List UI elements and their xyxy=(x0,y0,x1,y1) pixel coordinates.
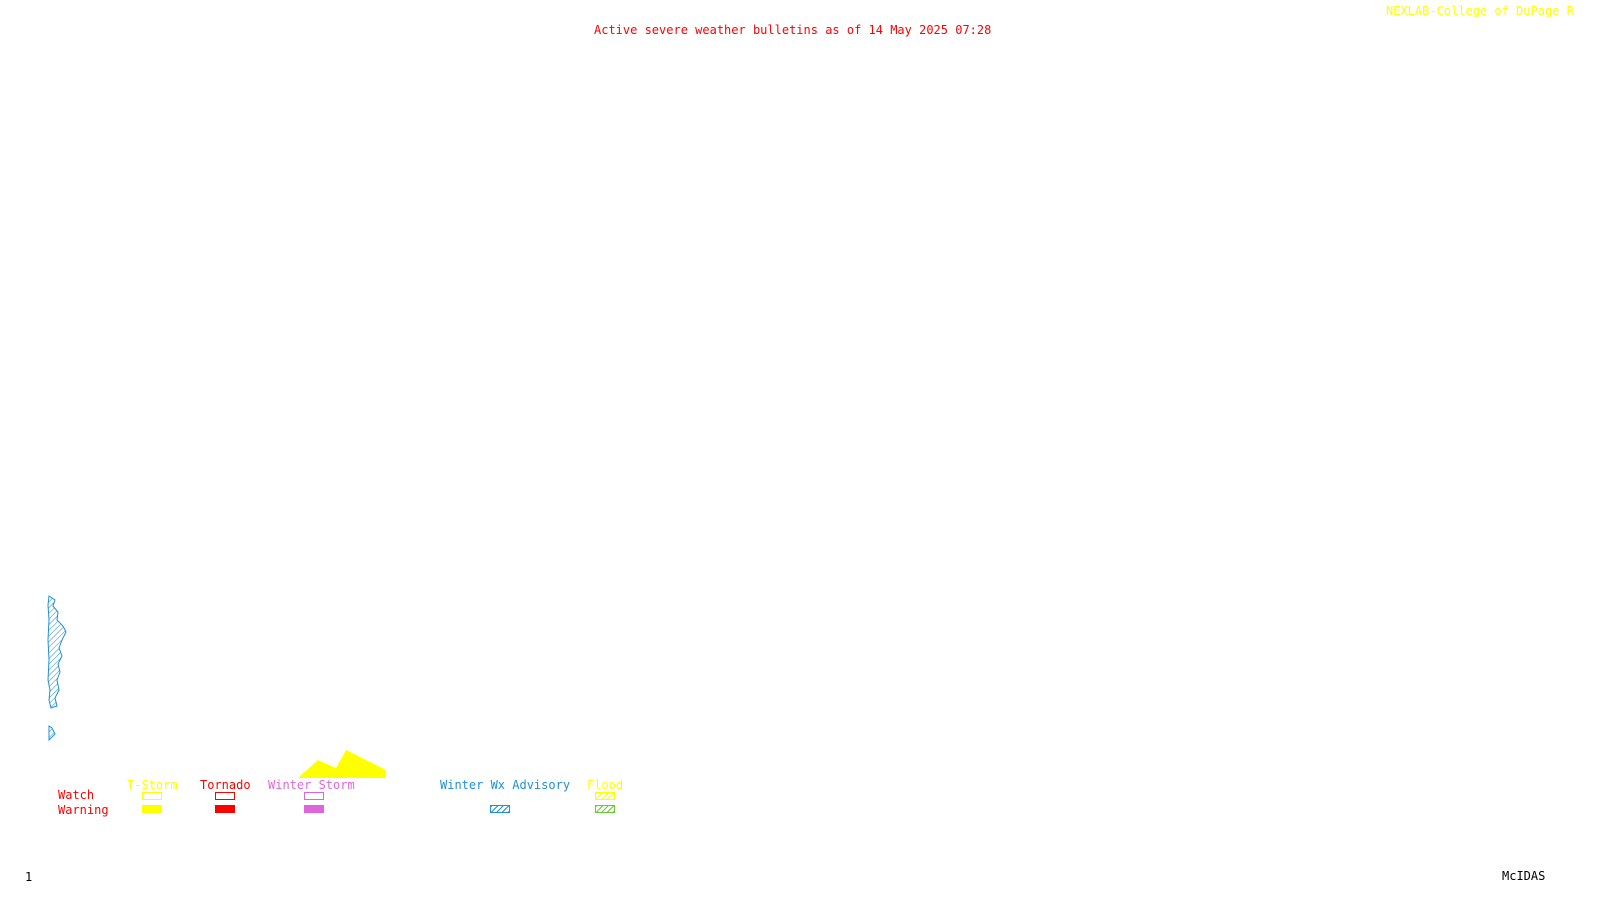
winter-storm-watch-swatch xyxy=(304,792,324,800)
tstorm-warning-area xyxy=(298,750,386,778)
tstorm-warning-swatch xyxy=(142,805,162,813)
legend-row-warning: Warning xyxy=(58,803,109,817)
legend-label-tstorm: T-Storm xyxy=(127,778,178,792)
legend-row-watch: Watch xyxy=(58,788,95,802)
legend-label-flood: Flood xyxy=(587,778,624,792)
bulletin-title: Active severe weather bulletins as of 14… xyxy=(594,23,992,37)
flood-warning-swatch xyxy=(595,805,615,813)
tornado-watch-swatch xyxy=(215,792,235,800)
advisory-area-west-coast xyxy=(47,595,67,709)
flood-watch-swatch xyxy=(595,792,615,800)
legend-label-winter-storm: Winter Storm xyxy=(268,778,355,792)
tornado-warning-swatch xyxy=(215,805,235,813)
winter-wx-advisory-swatch xyxy=(490,805,510,813)
advisory-area-small xyxy=(48,725,56,742)
legend-label-winter-wx-advisory: Winter Wx Advisory xyxy=(440,778,571,792)
winter-storm-warning-swatch xyxy=(304,805,324,813)
frame-number: 1 xyxy=(25,870,33,884)
source-label: NEXLAB-College of DuPage R xyxy=(1386,4,1574,18)
tstorm-watch-swatch xyxy=(142,792,162,800)
legend-label-tornado: Tornado xyxy=(200,778,251,792)
software-label: McIDAS xyxy=(1502,869,1546,883)
